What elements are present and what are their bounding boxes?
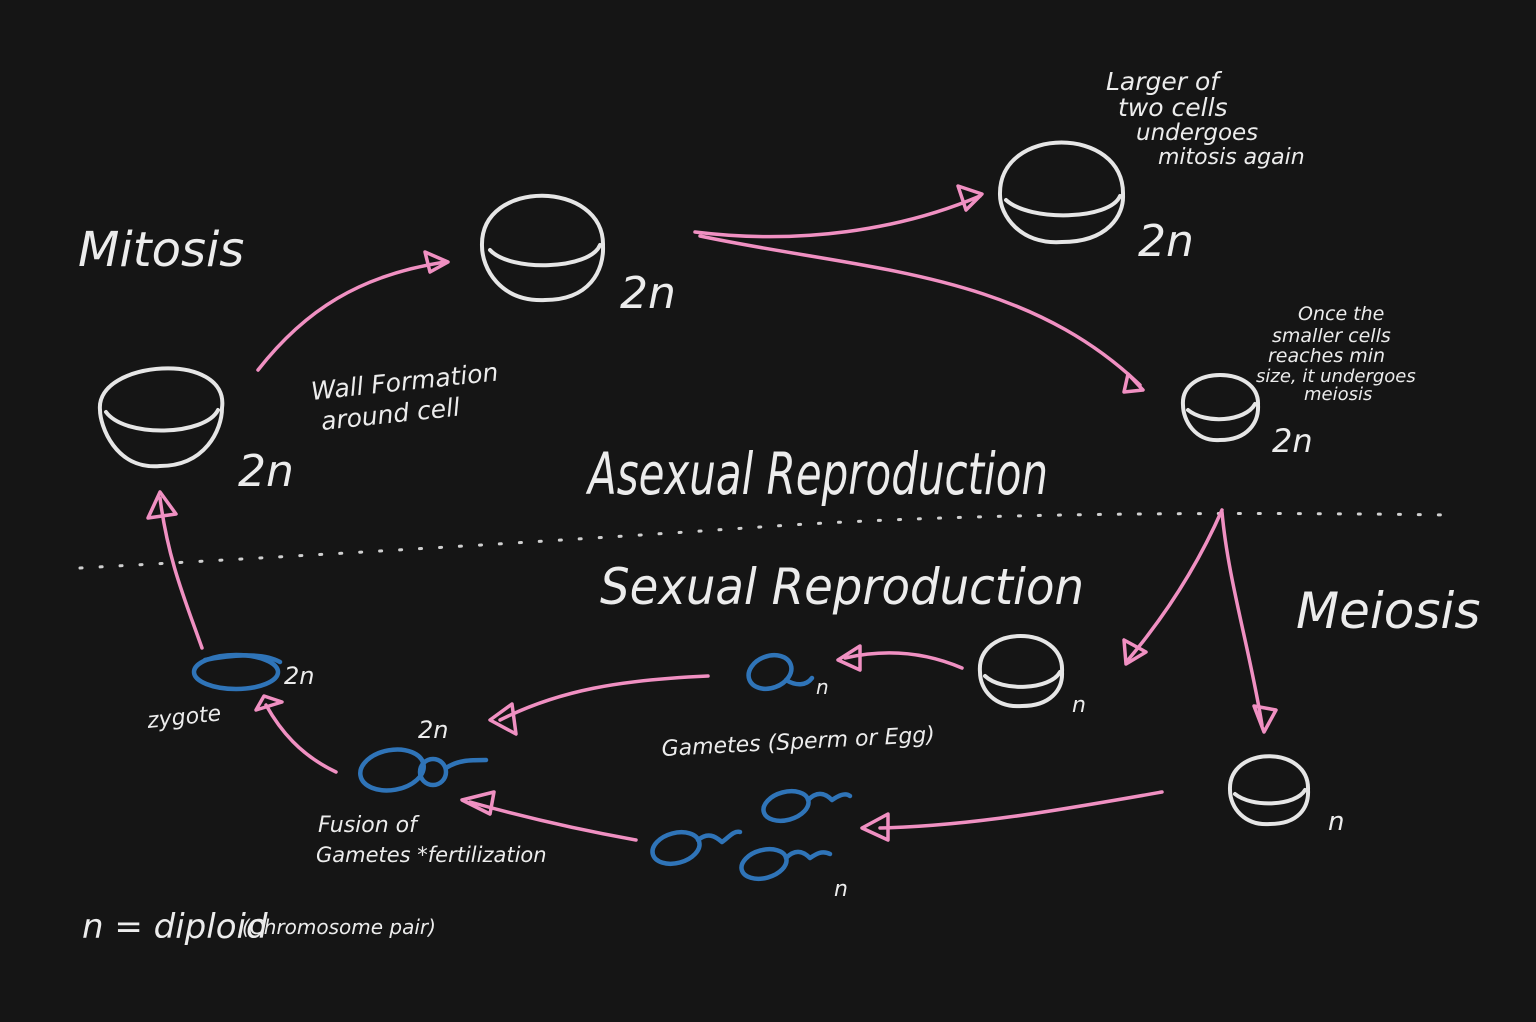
- legend-text: n = diploid: [82, 907, 268, 947]
- smaller-cell-note-4: size, it undergoes: [1256, 366, 1416, 387]
- cell-start: [97, 366, 225, 469]
- mitosis-title: Mitosis: [78, 222, 244, 278]
- gamete-group: [650, 788, 853, 882]
- larger-cell-note-3: undergoes: [1136, 120, 1258, 146]
- reproduction-divider: [78, 512, 1452, 570]
- ploidy-meiosis-bottom: n: [1328, 807, 1344, 837]
- arrow-gamete-to-fused: [488, 674, 710, 736]
- cell-large: [997, 140, 1126, 245]
- arrow-meiosis-bottom-to-gametes: [860, 790, 1164, 842]
- legend-paren: (Chromosome pair): [242, 915, 436, 939]
- ploidy-meiosis-top: n: [1072, 693, 1086, 718]
- fused-gametes: [358, 747, 489, 793]
- ploidy-zygote: 2n: [284, 662, 314, 690]
- larger-cell-note-4: mitosis again: [1158, 145, 1305, 170]
- larger-cell-note-1: Larger of: [1106, 67, 1222, 96]
- cell-meiosis-top: [977, 634, 1065, 709]
- sexual-title: Sexual Reproduction: [600, 558, 1084, 616]
- zygote-label: zygote: [145, 701, 222, 734]
- arrow-top-to-large: [693, 184, 984, 239]
- meiosis-title: Meiosis: [1296, 582, 1480, 640]
- arrow-meiosis-top-to-gamete: [836, 644, 964, 672]
- asexual-title: Asexual Reproduction: [585, 440, 1048, 508]
- ploidy-cell-small: 2n: [1272, 422, 1313, 460]
- arrow-small-to-meiosis-bottom: [1220, 510, 1278, 734]
- cell-small: [1180, 373, 1261, 443]
- larger-cell-note-2: two cells: [1118, 93, 1228, 122]
- cell-top: [479, 193, 606, 303]
- arrow-gametes-to-fused: [460, 790, 638, 842]
- arrow-top-to-small: [698, 234, 1145, 394]
- ploidy-gamete-top: n: [816, 675, 829, 699]
- fusion-note-2: Gametes *fertilization: [316, 843, 547, 867]
- arrow-small-to-meiosis-top: [1122, 508, 1224, 666]
- ploidy-cell-large: 2n: [1138, 216, 1194, 267]
- smaller-cell-note-5: meiosis: [1304, 384, 1372, 405]
- gametes-label: Gametes (Sperm or Egg): [661, 723, 935, 762]
- ploidy-cell-top: 2n: [620, 268, 676, 319]
- arrow-start-to-top: [256, 250, 450, 372]
- gamete-top: [746, 652, 815, 692]
- smaller-cell-note-1: Once the: [1298, 303, 1384, 325]
- zygote-cell: [191, 652, 283, 692]
- ploidy-cell-start: 2n: [238, 446, 294, 497]
- arrow-zygote-to-start: [146, 490, 204, 650]
- ploidy-gamete-group: n: [834, 877, 848, 902]
- fusion-note-1: Fusion of: [318, 813, 420, 838]
- arrow-fused-to-zygote: [254, 694, 338, 774]
- smaller-cell-note-2: smaller cells: [1272, 325, 1391, 347]
- smaller-cell-note-3: reaches min: [1268, 345, 1385, 367]
- ploidy-fused: 2n: [418, 716, 448, 744]
- cell-meiosis-bottom: [1227, 754, 1311, 827]
